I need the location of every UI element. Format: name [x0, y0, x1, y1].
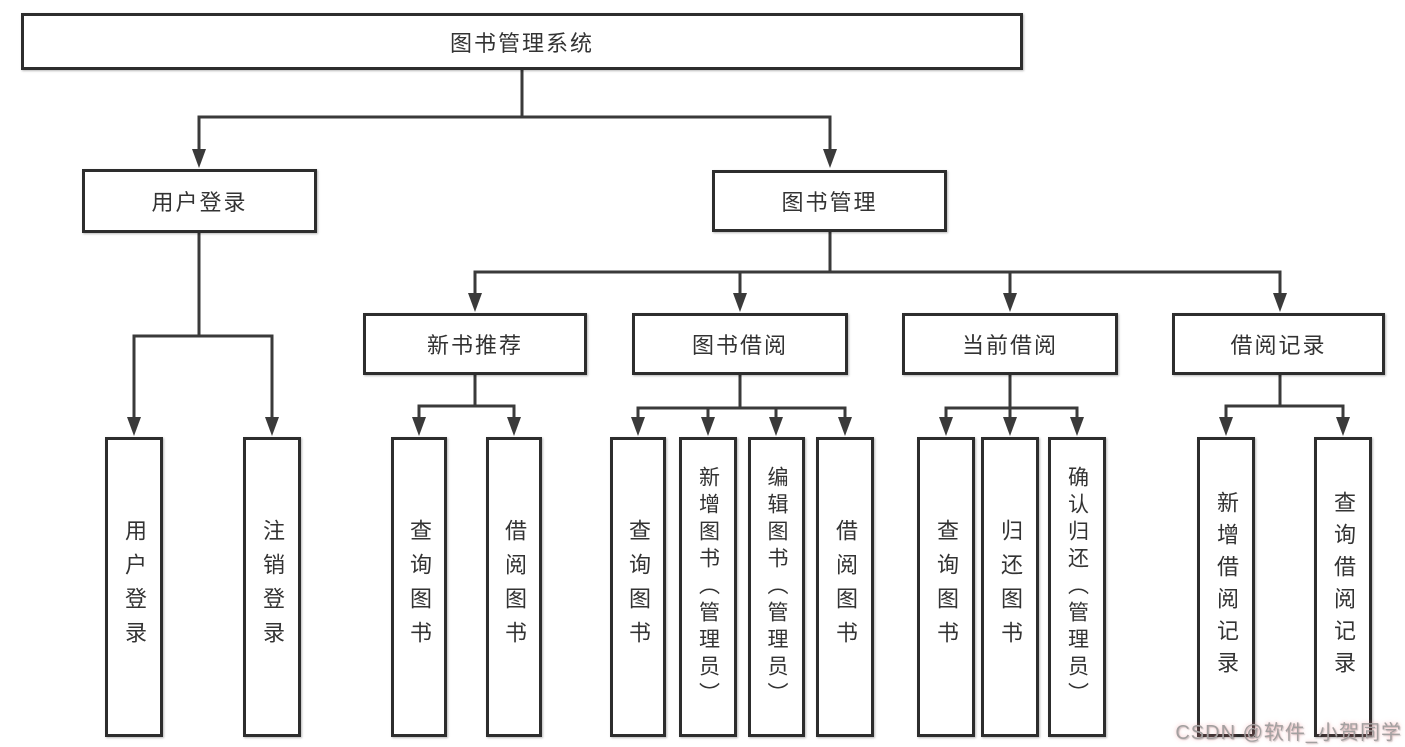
node-current-borrowing: 当前借阅: [902, 313, 1118, 375]
leaf-user-login: 用户登录: [105, 437, 163, 737]
node-label: 新增图书（管理员）: [696, 465, 720, 709]
node-book-management: 图书管理: [712, 170, 947, 232]
leaf-add-borrow-record: 新增借阅记录: [1197, 437, 1255, 737]
node-label: 用户登录: [122, 519, 147, 655]
node-label: 确认归还（管理员）: [1065, 465, 1089, 709]
node-book-borrowing: 图书借阅: [632, 313, 848, 375]
leaf-query-books-recommend: 查询图书: [391, 437, 447, 737]
node-label: 图书管理: [781, 190, 878, 215]
node-user-login: 用户登录: [82, 169, 317, 233]
node-borrowing-records: 借阅记录: [1172, 313, 1385, 375]
node-label: 查询借阅记录: [1331, 491, 1356, 683]
leaf-query-books-borrowing: 查询图书: [610, 437, 666, 737]
csdn-watermark: CSDN @软件_小贺同学: [1175, 722, 1402, 744]
node-label: 借阅记录: [1230, 333, 1327, 358]
node-label: 图书管理系统: [449, 30, 594, 56]
node-label: 注销登录: [260, 519, 285, 655]
leaf-return-books: 归还图书: [981, 437, 1039, 737]
node-label: 用户登录: [151, 190, 248, 215]
node-label: 借阅图书: [502, 519, 527, 655]
node-library-management-system: 图书管理系统: [21, 13, 1023, 70]
node-label: 当前借阅: [961, 333, 1058, 358]
node-label: 查询图书: [626, 519, 651, 655]
leaf-borrow-books-borrowing: 借阅图书: [816, 437, 874, 737]
node-label: 归还图书: [998, 519, 1023, 655]
leaf-confirm-return-admin: 确认归还（管理员）: [1048, 437, 1106, 737]
node-label: 查询图书: [934, 519, 959, 655]
leaf-edit-book-admin: 编辑图书（管理员）: [748, 437, 805, 737]
leaf-add-book-admin: 新增图书（管理员）: [679, 437, 737, 737]
leaf-query-borrow-record: 查询借阅记录: [1314, 437, 1372, 737]
leaf-logout: 注销登录: [243, 437, 301, 737]
leaf-query-books-current: 查询图书: [917, 437, 975, 737]
node-label: 图书借阅: [691, 333, 788, 358]
node-label: 查询图书: [407, 519, 432, 655]
node-new-book-recommend: 新书推荐: [363, 313, 587, 375]
node-label: 编辑图书（管理员）: [765, 465, 788, 709]
node-label: 新书推荐: [426, 333, 523, 358]
node-label: 借阅图书: [833, 519, 858, 655]
leaf-borrow-books-recommend: 借阅图书: [486, 437, 542, 737]
node-label: 新增借阅记录: [1214, 491, 1239, 683]
